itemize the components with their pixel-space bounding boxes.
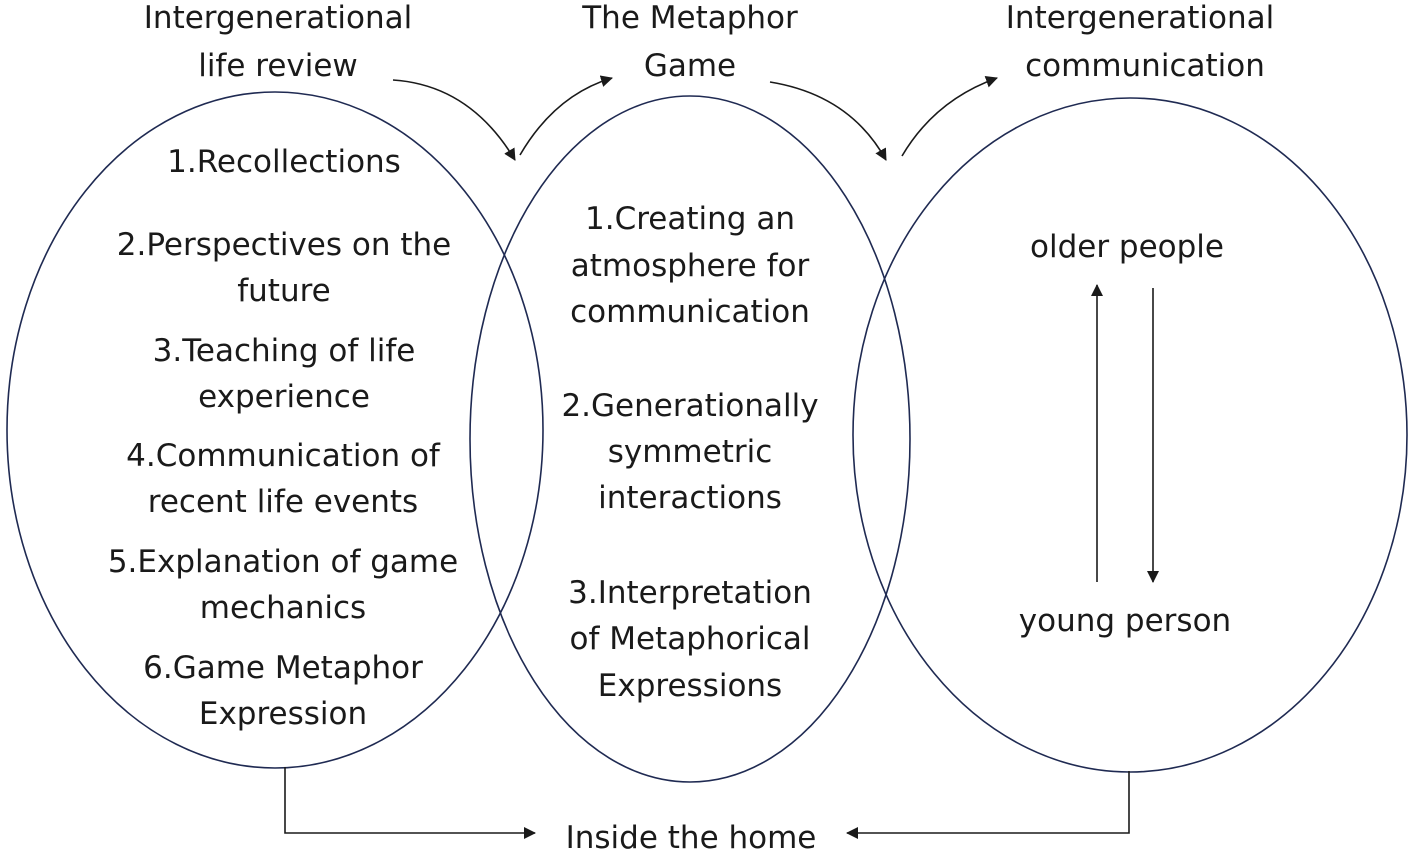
left-to-home-arrow xyxy=(284,767,536,839)
right-heading-line: communication xyxy=(1025,48,1265,84)
left-item-line: 3.Teaching of life xyxy=(153,333,416,369)
left-item-3: 3.Teaching of life experience xyxy=(153,333,416,415)
left-item-line: future xyxy=(237,273,331,309)
young-person-label: young person xyxy=(1019,603,1231,639)
left-item-line: 4.Communication of xyxy=(126,438,441,474)
left-item-line: 1.Recollections xyxy=(167,144,401,180)
curved-arrow-middle-out xyxy=(519,75,613,156)
middle-ellipse xyxy=(469,95,911,783)
left-heading: Intergenerational life review xyxy=(144,0,412,84)
left-ellipse xyxy=(6,91,544,769)
curved-arrow-left-in xyxy=(392,79,516,161)
left-item-1: 1.Recollections xyxy=(167,144,401,180)
middle-item-line: communication xyxy=(570,294,810,330)
middle-item-line: atmosphere for xyxy=(571,248,810,284)
older-people-label: older people xyxy=(1030,229,1224,265)
left-item-line: 5.Explanation of game xyxy=(108,544,458,580)
right-to-home-arrow xyxy=(846,771,1130,839)
middle-heading: The Metaphor Game xyxy=(581,0,798,84)
left-item-line: 2.Perspectives on the xyxy=(117,227,451,263)
left-item-line: recent life events xyxy=(148,484,418,520)
left-heading-line: life review xyxy=(198,48,358,84)
left-item-line: mechanics xyxy=(200,590,366,626)
right-heading-line: Intergenerational xyxy=(1006,0,1274,36)
left-item-5: 5.Explanation of game mechanics xyxy=(108,544,458,626)
middle-item-line: of Metaphorical xyxy=(569,621,810,657)
inside-the-home-label: Inside the home xyxy=(566,820,817,856)
middle-item-3: 3.Interpretation of Metaphorical Express… xyxy=(568,575,812,704)
left-item-line: 6.Game Metaphor xyxy=(143,650,423,686)
curved-arrow-right-out xyxy=(901,76,998,157)
left-item-line: experience xyxy=(198,379,370,415)
middle-item-line: symmetric xyxy=(608,434,773,470)
left-item-4: 4.Communication of recent life events xyxy=(126,438,441,520)
left-item-6: 6.Game Metaphor Expression xyxy=(143,650,423,732)
left-item-line: Expression xyxy=(199,696,367,732)
right-heading: Intergenerational communication xyxy=(1006,0,1274,84)
middle-item-line: 2.Generationally xyxy=(561,388,818,424)
middle-item-line: Expressions xyxy=(598,668,782,704)
left-item-2: 2.Perspectives on the future xyxy=(117,227,451,309)
left-heading-line: Intergenerational xyxy=(144,0,412,36)
middle-item-2: 2.Generationally symmetric interactions xyxy=(561,388,818,516)
middle-item-line: interactions xyxy=(598,480,782,516)
middle-item-1: 1.Creating an atmosphere for communicati… xyxy=(570,201,810,330)
middle-heading-line: Game xyxy=(644,48,736,84)
right-ellipse xyxy=(852,97,1408,773)
middle-item-line: 1.Creating an xyxy=(585,201,795,237)
middle-item-line: 3.Interpretation xyxy=(568,575,812,611)
middle-heading-line: The Metaphor xyxy=(581,0,798,36)
curved-arrow-middle-in xyxy=(769,81,887,161)
